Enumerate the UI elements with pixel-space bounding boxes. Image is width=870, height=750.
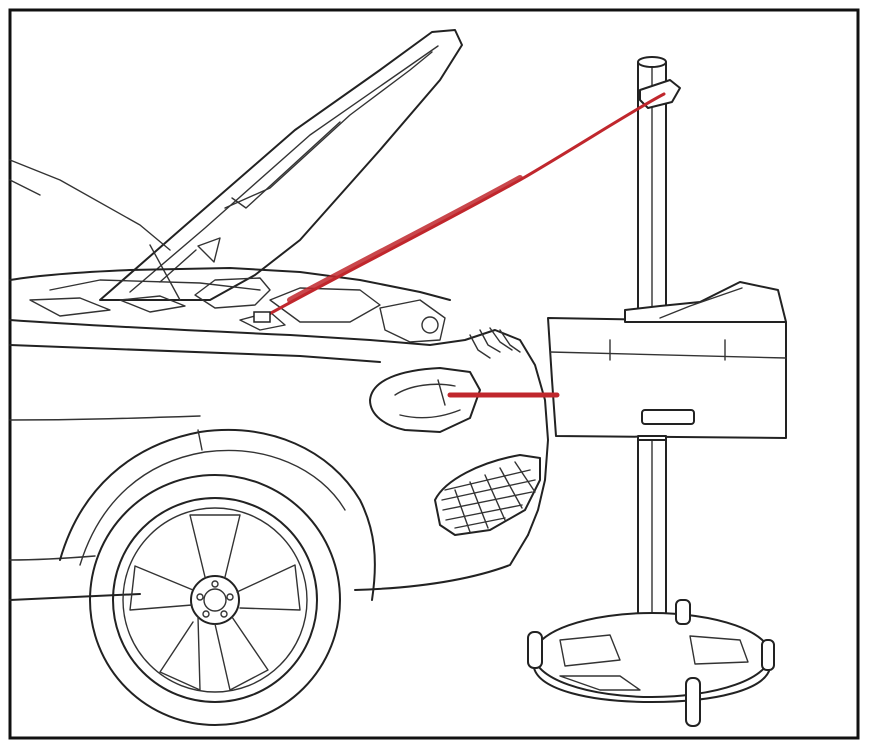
laser-beams xyxy=(260,92,666,398)
engine-bay xyxy=(9,267,451,343)
aimer-viewer xyxy=(624,281,787,323)
car-body-outline xyxy=(9,319,549,536)
fog-lamp-grille xyxy=(434,454,541,536)
headlight xyxy=(369,367,481,433)
headlight-aimer-icon xyxy=(527,56,787,727)
aimer-optical-box xyxy=(547,281,787,441)
side-skirt xyxy=(9,593,141,601)
windshield-trim xyxy=(9,179,41,196)
wheel xyxy=(89,474,341,726)
car-hood xyxy=(99,29,463,301)
wheel-arch xyxy=(59,428,376,601)
car-front-icon xyxy=(9,29,549,726)
car-grille xyxy=(469,327,521,359)
aimer-base xyxy=(527,599,775,727)
windshield-edge xyxy=(9,159,171,251)
hood-target-mark xyxy=(253,311,271,323)
